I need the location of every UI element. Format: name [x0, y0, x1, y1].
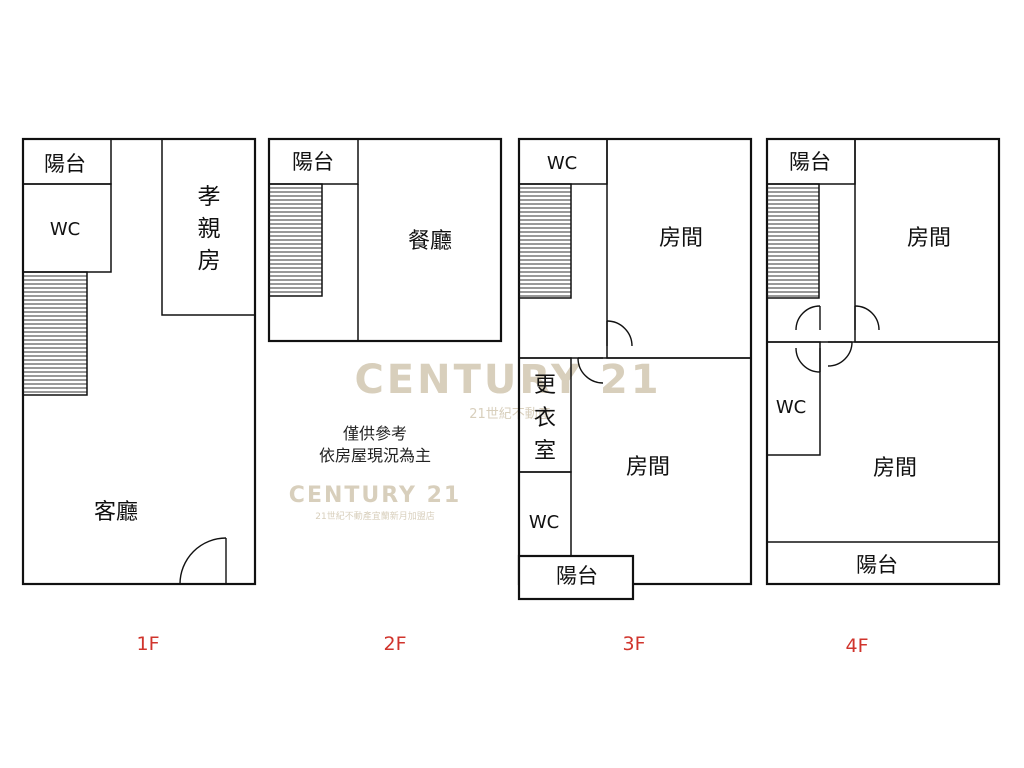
watermark-brand-small: CENTURY 21 — [289, 483, 461, 508]
label-3f-closet-1: 更 — [534, 373, 556, 398]
label-4f-wc: WC — [776, 397, 806, 418]
door-4f-a — [795, 305, 821, 331]
room-3f-balcony — [517, 554, 635, 601]
label-4f-bedroom-top: 房間 — [907, 226, 951, 251]
label-3f-wc-bottom: WC — [529, 512, 559, 533]
stairs-2f — [269, 187, 322, 293]
room-4f-wc — [766, 341, 821, 456]
stairs-1f — [23, 275, 87, 393]
room-4f-balcony-bottom — [766, 541, 1000, 585]
door-4f-b — [854, 305, 880, 331]
watermark-brand-sub: 21世紀不動產 — [469, 406, 551, 422]
label-3f-closet-2: 衣 — [534, 406, 556, 431]
floor-label-4f: 4F — [845, 635, 868, 657]
label-2f-dining: 餐廳 — [408, 229, 452, 254]
stairs-1f-frame — [22, 271, 88, 396]
floor-1f: 陽台 WC 孝 親 房 客廳 — [21, 137, 257, 586]
door-4f-d — [827, 341, 853, 367]
label-1f-parents-1: 孝 — [198, 184, 221, 210]
label-3f-balcony: 陽台 — [556, 564, 598, 588]
floor-4f: 陽台 房間 WC 房間 陽台 — [765, 137, 1001, 586]
label-1f-balcony: 陽台 — [44, 152, 86, 176]
watermark-brand-small-sub: 21世紀不動產宜蘭新月加盟店 — [315, 510, 434, 522]
door-4f-c — [795, 347, 821, 373]
note-line-1: 僅供參考 — [343, 424, 407, 443]
label-4f-balcony-bottom: 陽台 — [856, 553, 898, 577]
watermark-large: CENTURY 21 21世紀不動產 — [354, 357, 661, 422]
floor-label-3f: 3F — [622, 633, 645, 655]
floor-3f: WC 房間 更 衣 室 WC 房間 陽台 — [517, 137, 753, 601]
watermark-small: CENTURY 21 21世紀不動產宜蘭新月加盟店 — [289, 483, 461, 522]
floor-label-2f: 2F — [383, 633, 406, 655]
note-line-2: 依房屋現況為主 — [319, 446, 431, 465]
label-3f-wc-top: WC — [547, 153, 577, 174]
stairs-3f — [519, 187, 571, 297]
label-1f-wc: WC — [50, 219, 80, 240]
door-1f — [179, 537, 227, 585]
label-3f-bedroom-bottom: 房間 — [626, 455, 670, 480]
floor-label-1f: 1F — [136, 633, 159, 655]
label-4f-balcony-top: 陽台 — [789, 150, 831, 174]
label-1f-parents-2: 親 — [198, 216, 221, 242]
stairs-4f — [767, 187, 819, 297]
stairs-2f-frame — [268, 183, 323, 297]
room-1f-parents — [161, 138, 256, 316]
stairs-4f-frame — [766, 183, 820, 299]
floor-2f: 陽台 餐廳 — [267, 137, 503, 343]
label-3f-bedroom-top: 房間 — [659, 226, 703, 251]
label-4f-bedroom-bottom: 房間 — [873, 456, 917, 481]
label-3f-closet-3: 室 — [534, 439, 556, 464]
door-3f-closet — [577, 357, 604, 384]
label-1f-living: 客廳 — [94, 500, 138, 525]
door-3f-bedroom-top — [606, 320, 633, 347]
floor-4f-outline — [765, 137, 1001, 586]
stairs-3f-frame — [518, 183, 572, 299]
label-2f-balcony: 陽台 — [292, 150, 334, 174]
watermark-brand: CENTURY 21 — [354, 357, 661, 403]
label-1f-parents-3: 房 — [198, 248, 221, 274]
